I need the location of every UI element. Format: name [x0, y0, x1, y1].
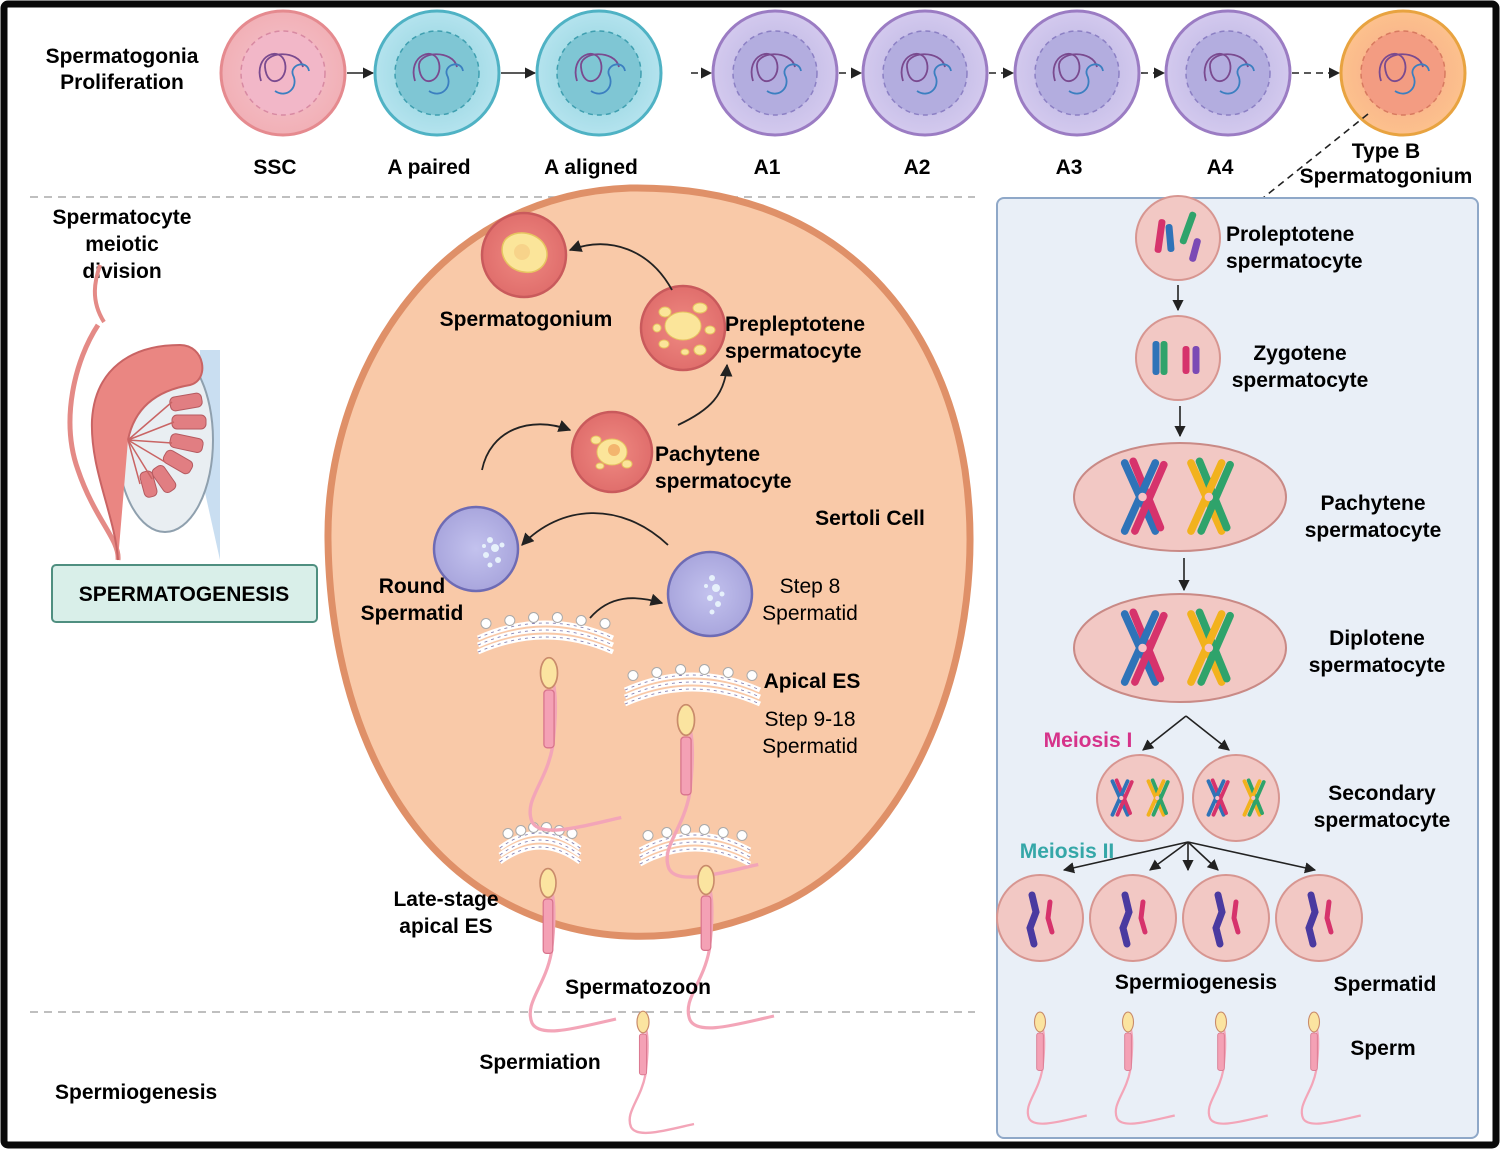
diplotene-cell	[1073, 593, 1287, 703]
spermatogonium-label-5: A2	[904, 156, 931, 179]
step8-spermatid-cell	[666, 550, 754, 638]
secondary-spermatocyte-cell-2	[1192, 754, 1280, 842]
spermatogenesis-label-box	[51, 564, 318, 623]
apical-es-label: Apical ES	[764, 670, 861, 693]
pachytene-cell	[570, 410, 654, 494]
spermatogonium-cell-1	[219, 9, 347, 137]
secondary-spermatocyte-cell-1	[1096, 754, 1184, 842]
spermiation-sperm	[628, 1010, 695, 1135]
spermatogonium-cell-2	[373, 9, 501, 137]
spermatogonium-label-2: A paired	[387, 156, 470, 179]
panel-sperm-2	[1114, 1011, 1175, 1125]
testis-epididymis-icon	[67, 264, 220, 561]
panel-sperm-3	[1207, 1011, 1268, 1125]
spermatogonium-label-4: A1	[754, 156, 781, 179]
meiosis1-arrow-left	[1142, 715, 1187, 751]
sertoli-cell	[324, 184, 974, 940]
late-stage-es-complex-1	[498, 822, 582, 865]
panel-sperm-4	[1300, 1011, 1361, 1125]
spermiation-label: Spermiation	[479, 1051, 600, 1074]
meiosis1-arrow-right	[1185, 715, 1230, 751]
spermatogonium-cell	[480, 211, 568, 299]
spermatogenesis-label: SPERMATOGENESIS	[79, 583, 289, 606]
spermatozoon-2	[686, 864, 775, 1030]
apical-es-complex-1	[476, 612, 615, 655]
panel-sperm-1	[1026, 1011, 1087, 1125]
spermatogonium-label-7: A4	[1207, 156, 1234, 179]
meiosis2-arrow-4	[1187, 841, 1219, 871]
spermatogonium-label-3: A aligned	[544, 156, 638, 179]
spermatogonium-label-1: SSC	[253, 156, 296, 179]
panel-spermiogenesis-label: Spermiogenesis	[1115, 971, 1277, 994]
spermatid-label: Spermatid	[1334, 973, 1437, 996]
ectoplasmic-specializations	[476, 612, 775, 1135]
apical-es-complex-2	[623, 664, 762, 707]
spermatid-cell-3	[1182, 874, 1270, 962]
round-spermatid-cell	[432, 505, 520, 593]
sertoli-arrows	[481, 240, 733, 619]
meiosis1-label: Meiosis I	[1044, 729, 1133, 752]
sperm-step9-1	[528, 656, 622, 832]
spermatogonium-cell-7	[1164, 9, 1292, 137]
section-label-spermiogenesis: Spermiogenesis	[55, 1081, 217, 1104]
meiosis-cells	[996, 195, 1363, 1125]
spermatogonium-cell-6	[1013, 9, 1141, 137]
spermatogonium-cell-3	[535, 9, 663, 137]
typeb-to-proleptotene-arrow	[1247, 113, 1369, 211]
pachytene-panel-cell	[1073, 442, 1287, 552]
spermatogonium-label: Spermatogonium	[440, 308, 613, 331]
spermatogonium-cell-4	[711, 9, 839, 137]
spermatozoon-label: Spermatozoon	[565, 976, 711, 999]
spermatid-cell-2	[1089, 874, 1177, 962]
spermatozoon-1	[528, 867, 617, 1033]
sertoli-cell-label: Sertoli Cell	[815, 507, 925, 530]
late-stage-es-complex-2	[638, 824, 752, 867]
sperm-label: Sperm	[1350, 1037, 1415, 1060]
meiosis2-arrow-5	[1187, 841, 1317, 874]
spermatid-cell-4	[1275, 874, 1363, 962]
meiosis2-label: Meiosis II	[1020, 840, 1115, 863]
zygotene-cell	[1135, 315, 1221, 401]
meiosis2-arrow-2	[1149, 841, 1189, 871]
spermatogonium-cell-8	[1339, 9, 1467, 137]
meiosis2-arrow-1	[1062, 841, 1189, 874]
spermatogonium-label-6: A3	[1056, 156, 1083, 179]
proleptotene-cell	[1135, 195, 1221, 281]
prepleptotene-cell	[639, 284, 727, 372]
spermatogonium-cell-5	[861, 9, 989, 137]
spermatid-cell-1	[996, 874, 1084, 962]
